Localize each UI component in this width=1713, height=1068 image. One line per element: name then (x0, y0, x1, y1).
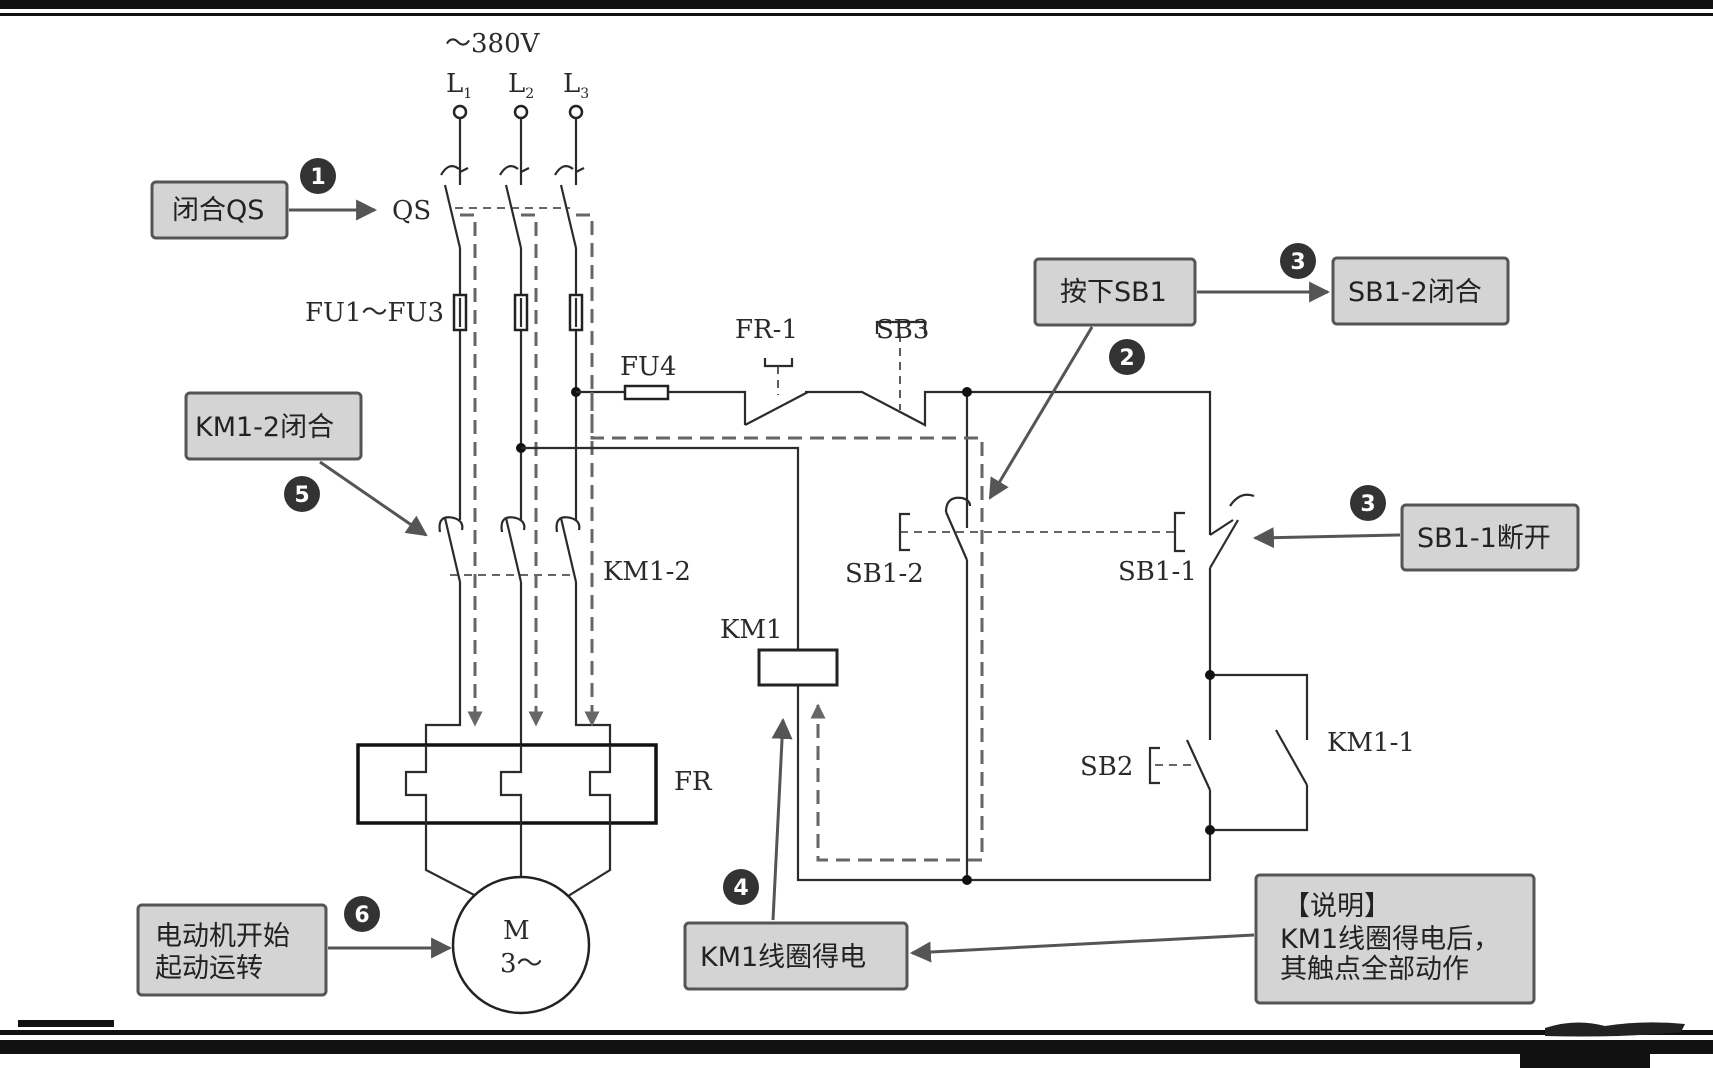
step-badge-5: 5 (284, 476, 320, 512)
component-labels: QS FU1～FU3 FU4 FR-1 SB3 KM1-2 SB1-2 SB1-… (305, 196, 1415, 979)
step-badge-6: 6 (344, 896, 380, 932)
step-badge-2: 2 (1109, 339, 1145, 375)
thermal-relay-fr (356, 743, 658, 825)
label-sb2: SB2 (1080, 752, 1133, 782)
svg-text:【说明】: 【说明】 (1283, 891, 1391, 922)
callout-coil-energized: KM1线圈得电 (683, 717, 909, 991)
svg-text:KM1线圈得电: KM1线圈得电 (700, 942, 866, 973)
step-badge-1: 1 (300, 158, 336, 194)
svg-text:5: 5 (294, 483, 309, 508)
label-km1-1: KM1-1 (1327, 728, 1415, 758)
callout-close-qs: 闭合QS (150, 180, 378, 240)
label-fuses: FU1～FU3 (305, 298, 444, 328)
svg-text:4: 4 (733, 876, 748, 901)
svg-text:其触点全部动作: 其触点全部动作 (1280, 954, 1469, 985)
step-badges: 1 2 3 3 4 5 6 (284, 158, 1386, 932)
supply-voltage-label: ～380V (445, 29, 541, 59)
phase-terminals: L1 L2 L3 (446, 69, 589, 120)
svg-text:1: 1 (310, 165, 325, 190)
phase-label-l1: L1 (446, 69, 472, 102)
callout-km1-2-close: KM1-2闭合 (184, 391, 428, 537)
svg-text:KM1线圈得电后，: KM1线圈得电后， (1280, 924, 1500, 955)
label-motor-m: M (503, 916, 530, 946)
control-circuit (521, 320, 1309, 885)
callout-sb1-1-open: SB1-1断开 (1252, 503, 1580, 572)
label-sb1-1: SB1-1 (1118, 557, 1197, 587)
main-power-circuit (356, 118, 658, 1015)
svg-text:电动机开始: 电动机开始 (155, 921, 290, 952)
svg-text:KM1-2闭合: KM1-2闭合 (195, 412, 334, 443)
svg-text:3: 3 (1290, 250, 1305, 275)
phase-label-l2: L2 (508, 69, 534, 102)
svg-text:SB1-1断开: SB1-1断开 (1417, 523, 1551, 554)
svg-text:起动运转: 起动运转 (155, 953, 263, 984)
step-badge-3a: 3 (1280, 243, 1316, 279)
svg-text:6: 6 (354, 903, 369, 928)
label-motor-phase: 3～ (500, 949, 543, 979)
svg-text:闭合QS: 闭合QS (172, 195, 264, 226)
svg-text:按下SB1: 按下SB1 (1060, 277, 1167, 308)
coil-km1 (757, 648, 839, 687)
svg-text:3: 3 (1360, 492, 1375, 517)
terminal-l2 (513, 104, 529, 120)
phase-label-l3: L3 (563, 69, 589, 102)
fuse-fu4 (623, 384, 670, 401)
terminal-l3 (568, 104, 584, 120)
svg-text:2: 2 (1119, 346, 1134, 371)
callout-motor-start: 电动机开始 起动运转 (136, 903, 453, 997)
label-fr: FR (674, 767, 713, 797)
motor (451, 875, 591, 1015)
callout-note: 【说明】 KM1线圈得电后， 其触点全部动作 (909, 873, 1536, 1005)
current-flow-control (590, 392, 984, 862)
callout-sb1-2-close: SB1-2闭合 (1331, 256, 1510, 326)
svg-text:SB1-2闭合: SB1-2闭合 (1348, 277, 1482, 308)
label-sb3: SB3 (876, 315, 929, 345)
label-fu4: FU4 (620, 352, 677, 382)
label-km1-2: KM1-2 (603, 557, 691, 587)
label-fr1: FR-1 (735, 315, 798, 345)
label-qs: QS (392, 196, 431, 226)
callout-press-sb1: 按下SB1 (988, 257, 1331, 500)
label-km1: KM1 (720, 615, 783, 645)
terminal-l1 (452, 104, 468, 120)
current-flow-main (460, 213, 600, 727)
label-sb1-2: SB1-2 (845, 559, 924, 589)
step-badge-3b: 3 (1350, 485, 1386, 521)
step-badge-4: 4 (723, 869, 759, 905)
